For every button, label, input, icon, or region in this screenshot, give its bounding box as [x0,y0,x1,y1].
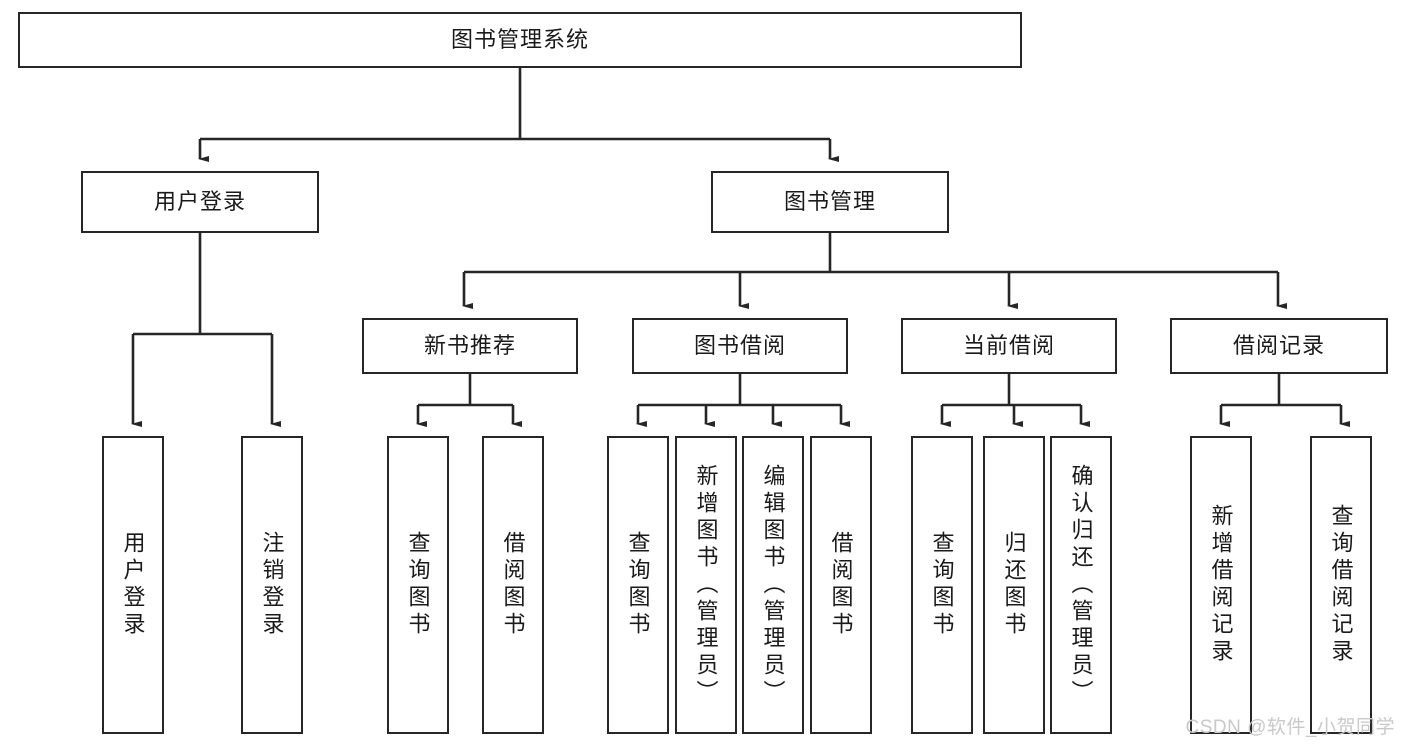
node-current-borrow[interactable]: 当前借阅 [901,318,1117,374]
node-new-book-rec[interactable]: 新书推荐 [362,318,578,374]
leaf-edit-book[interactable]: 编辑图书（管理员） [742,436,804,734]
leaf-user-logout-label: 注销登录 [259,531,285,639]
node-borrow-record-label: 借阅记录 [1232,332,1325,358]
node-current-borrow-label: 当前借阅 [962,332,1055,358]
node-borrow-record[interactable]: 借阅记录 [1170,318,1388,374]
leaf-return-book-label: 归还图书 [1001,531,1027,639]
leaf-add-book-label: 新增图书（管理员） [693,463,719,707]
leaf-borrow-book[interactable]: 借阅图书 [810,436,872,734]
leaf-user-logout[interactable]: 注销登录 [241,436,303,734]
leaf-borrow-book-rec[interactable]: 借阅图书 [482,436,544,734]
leaf-query-book-cur-label: 查询图书 [929,531,955,639]
leaf-query-record-label: 查询借阅记录 [1328,504,1354,666]
leaf-query-book-borrow[interactable]: 查询图书 [607,436,669,734]
node-book-borrow[interactable]: 图书借阅 [632,318,848,374]
node-root[interactable]: 图书管理系统 [18,12,1022,68]
node-root-label: 图书管理系统 [450,26,589,52]
leaf-query-book-rec-label: 查询图书 [405,531,431,639]
leaf-confirm-return-label: 确认归还（管理员） [1068,463,1094,707]
node-book-borrow-label: 图书借阅 [693,332,786,358]
node-new-book-rec-label: 新书推荐 [423,332,516,358]
leaf-add-record[interactable]: 新增借阅记录 [1190,436,1252,734]
leaf-borrow-book-rec-label: 借阅图书 [500,531,526,639]
node-book-manage[interactable]: 图书管理 [711,171,949,233]
node-book-manage-label: 图书管理 [783,188,876,214]
leaf-user-login-label: 用户登录 [120,531,146,639]
node-user-login-label: 用户登录 [153,188,246,214]
leaf-return-book[interactable]: 归还图书 [983,436,1045,734]
leaf-add-record-label: 新增借阅记录 [1208,504,1234,666]
leaf-query-record[interactable]: 查询借阅记录 [1310,436,1372,734]
leaf-query-book-borrow-label: 查询图书 [625,531,651,639]
leaf-borrow-book-label: 借阅图书 [828,531,854,639]
leaf-user-login[interactable]: 用户登录 [102,436,164,734]
leaf-edit-book-label: 编辑图书（管理员） [760,463,786,707]
leaf-query-book-cur[interactable]: 查询图书 [911,436,973,734]
leaf-query-book-rec[interactable]: 查询图书 [387,436,449,734]
node-user-login[interactable]: 用户登录 [81,171,319,233]
leaf-confirm-return[interactable]: 确认归还（管理员） [1050,436,1112,734]
leaf-add-book[interactable]: 新增图书（管理员） [675,436,737,734]
csdn-watermark: CSDN @软件_小贺同学 [1185,717,1395,738]
